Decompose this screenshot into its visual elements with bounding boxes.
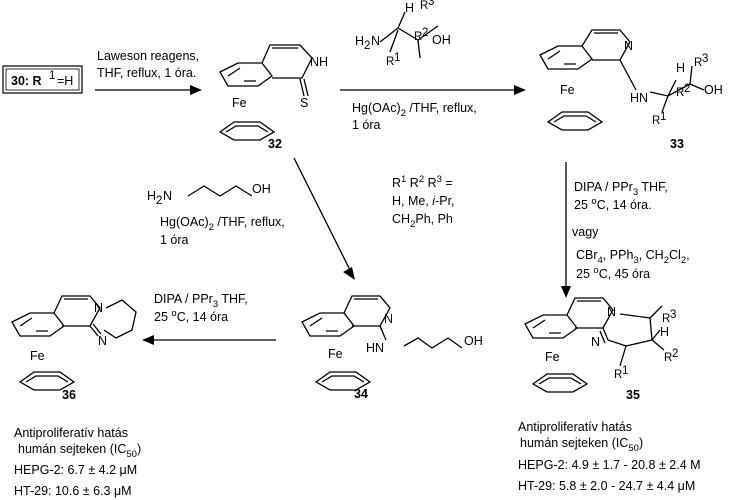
aminopropanol-reagent bbox=[187, 185, 253, 197]
reagent-r3: R bbox=[420, 0, 428, 12]
reagent-oh: OH bbox=[432, 33, 451, 47]
aminoalcohol-reagent bbox=[379, 11, 439, 59]
atom-r3-35: R bbox=[662, 313, 670, 325]
atom-n-33: N bbox=[624, 39, 633, 53]
atom-hn-33: HN bbox=[630, 91, 648, 105]
atom-fe-33: Fe bbox=[560, 83, 575, 97]
atom-h-33: H bbox=[676, 61, 685, 75]
atom-r3-33: R bbox=[694, 57, 702, 69]
step1-line1: Laweson reagens, bbox=[97, 49, 199, 63]
subst-line2: H, Me, i-Pr, bbox=[392, 194, 455, 208]
atom-r2-33: R bbox=[676, 87, 684, 99]
aminopropanol-h: H bbox=[147, 189, 156, 203]
arrowhead-32-to-33 bbox=[514, 85, 526, 95]
compound-label-35: 35 bbox=[626, 388, 640, 402]
reagent-h2n-h: H bbox=[355, 34, 364, 48]
atom-r3-sup-33: 3 bbox=[702, 53, 708, 65]
compound-35-structure bbox=[524, 297, 665, 393]
start-compound-box: 30: R bbox=[2, 65, 83, 94]
step3-line3: CBr4, PPh3, CH2Cl2, bbox=[576, 248, 690, 266]
activity-right-hepg2: HEPG-2: 4.9 ± 1.7 - 20.8 ± 2.4 M bbox=[518, 458, 701, 472]
subst-line1: R1 R2 R3 = bbox=[392, 174, 453, 190]
atom-n2-36: N bbox=[98, 334, 107, 348]
atom-n2-35: N bbox=[591, 335, 600, 349]
step2-line2: 1 óra bbox=[352, 118, 381, 132]
reagent-r1-sup: 1 bbox=[394, 52, 400, 64]
activity-left-line1: Antiproliferatív hatás bbox=[14, 426, 128, 440]
step3-line2: 25 oC, 14 óra. bbox=[574, 196, 652, 212]
atom-r1-33: R bbox=[652, 115, 660, 127]
reagent-r2: R bbox=[414, 31, 422, 43]
activity-left-line2: humán sejteken (IC50) bbox=[18, 442, 141, 460]
atom-h-35: H bbox=[660, 325, 669, 339]
activity-left-hepg2: HEPG-2: 6.7 ± 4.2 μM bbox=[14, 463, 137, 477]
reagent-h2n-n: N bbox=[371, 34, 380, 48]
svg-text:30: R: 30: R bbox=[11, 74, 42, 88]
compound-34-structure bbox=[301, 295, 463, 391]
activity-right-ht29: HT-29: 5.8 ± 2.0 - 24.7 ± 4.4 μM bbox=[518, 479, 695, 493]
atom-n-34: N bbox=[384, 312, 393, 326]
atom-fe-32: Fe bbox=[232, 96, 247, 110]
step1-line2: THF, reflux, 1 óra. bbox=[97, 66, 196, 80]
arrow-32-to-34 bbox=[293, 157, 353, 275]
atom-fe-34: Fe bbox=[328, 347, 343, 361]
arrowhead-30-to-32 bbox=[190, 85, 202, 95]
atom-r2-35: R bbox=[664, 352, 672, 364]
atom-r1-35: R bbox=[614, 369, 622, 381]
activity-left-ht29: HT-29: 10.6 ± 6.3 μM bbox=[14, 484, 132, 498]
atom-r3-sup-35: 3 bbox=[670, 309, 676, 321]
compound-label-36: 36 bbox=[62, 388, 76, 402]
arrowhead-34-to-36 bbox=[142, 335, 154, 345]
compound-32-structure bbox=[219, 44, 313, 141]
aminopropanol-n: N bbox=[163, 189, 172, 203]
arrowhead-32-to-34 bbox=[343, 267, 355, 280]
step4-line1: Hg(OAc)2 /THF, reflux, bbox=[160, 215, 285, 233]
step3-line4: 25 oC, 45 óra bbox=[576, 265, 650, 281]
compound-label-33: 33 bbox=[670, 137, 684, 151]
compound-33-structure bbox=[539, 29, 705, 131]
start-sup: 1 bbox=[49, 70, 55, 82]
atom-r1-sup-35: 1 bbox=[622, 365, 628, 377]
step3-or: vagy bbox=[572, 225, 599, 239]
activity-right-line2: humán sejteken (IC50) bbox=[520, 436, 643, 454]
compound-36-structure bbox=[11, 295, 137, 391]
atom-r2-sup-33: 2 bbox=[684, 83, 690, 95]
step3-line1: DIPA / PPr3 THF, bbox=[574, 180, 668, 198]
activity-right-line1: Antiproliferatív hatás bbox=[518, 420, 632, 434]
reagent-h2n-sub: 2 bbox=[364, 40, 370, 52]
reagent-h: H bbox=[405, 1, 414, 15]
atom-n-35: N bbox=[607, 305, 616, 319]
reagent-r2-sup: 2 bbox=[422, 27, 428, 39]
step5-line1: DIPA / PPr3 THF, bbox=[154, 292, 248, 310]
start-tail: =H bbox=[57, 74, 73, 88]
atom-oh-34: OH bbox=[464, 334, 483, 348]
atom-nh-32: NH bbox=[310, 55, 328, 69]
subst-line3: CH2Ph, Ph bbox=[392, 212, 453, 230]
step2-line1: Hg(OAc)2 /THF, reflux, bbox=[352, 101, 477, 119]
reagent-r3-sup: 3 bbox=[428, 0, 434, 8]
compound-label-32: 32 bbox=[268, 137, 282, 151]
atom-r2-sup-35: 2 bbox=[672, 348, 678, 360]
atom-r1-sup-33: 1 bbox=[660, 111, 666, 123]
atom-hn-34: HN bbox=[366, 341, 384, 355]
aminopropanol-sub: 2 bbox=[156, 195, 162, 207]
step4-line2: 1 óra bbox=[160, 233, 189, 247]
atom-s-32: S bbox=[300, 96, 308, 110]
compound-label-34: 34 bbox=[354, 387, 368, 401]
atom-n-36: N bbox=[94, 301, 103, 315]
atom-fe-36: Fe bbox=[30, 349, 45, 363]
step5-line2: 25 oC, 14 óra bbox=[154, 308, 228, 324]
arrowhead-33-to-35 bbox=[561, 286, 571, 298]
aminopropanol-oh: OH bbox=[252, 182, 271, 196]
start-label: 30: R bbox=[11, 74, 42, 88]
atom-oh-33: OH bbox=[704, 83, 723, 97]
reagent-r1: R bbox=[386, 56, 394, 68]
atom-fe-35: Fe bbox=[545, 350, 560, 364]
